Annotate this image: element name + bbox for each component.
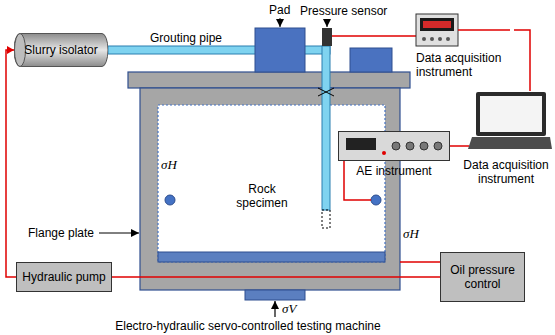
instrument-display bbox=[346, 138, 376, 150]
pad-block bbox=[255, 28, 305, 72]
laptop-base bbox=[468, 137, 552, 149]
pad-block bbox=[255, 28, 392, 72]
hydraulic-pump: Hydraulic pump bbox=[16, 262, 112, 292]
signal-wire bbox=[450, 145, 456, 147]
part-label: Pad bbox=[269, 3, 290, 17]
instrument-knob bbox=[406, 142, 414, 150]
machine-label: Electro-hydraulic servo-controlled testi… bbox=[115, 319, 380, 333]
pressure-sensor bbox=[322, 28, 332, 46]
instrument-led bbox=[382, 151, 386, 155]
controller-display bbox=[423, 21, 451, 28]
leader-arrow bbox=[327, 19, 328, 27]
grouting-pipe bbox=[318, 88, 334, 96]
pressure-vessel bbox=[128, 72, 410, 88]
leader-arrow bbox=[99, 233, 139, 234]
controller-body bbox=[416, 14, 458, 46]
signal-wire bbox=[458, 29, 510, 31]
oil-pressure-control: Oil pressure control bbox=[440, 252, 525, 302]
signal-wire bbox=[112, 276, 440, 278]
grouting-pipe bbox=[318, 88, 334, 96]
leader-arrow bbox=[274, 301, 275, 317]
leader-arrow bbox=[280, 18, 281, 27]
signal-wire bbox=[514, 30, 530, 91]
pressure-vessel bbox=[128, 72, 410, 290]
pressure-vessel bbox=[140, 88, 400, 290]
pressure-sensor bbox=[322, 28, 332, 46]
machine-pedestal bbox=[245, 290, 305, 300]
ae-sensor bbox=[371, 195, 381, 205]
controller-button bbox=[446, 37, 450, 41]
part-label: Grouting pipe bbox=[150, 31, 222, 45]
node-text: Oil pressure control bbox=[446, 263, 519, 291]
grouting-pipe bbox=[322, 46, 330, 210]
ae-instrument-icon bbox=[338, 131, 450, 161]
laptop-icon bbox=[456, 91, 552, 153]
data-acquisition-instrument: Data acquisition instrument bbox=[410, 12, 514, 80]
signal-wire bbox=[456, 145, 469, 147]
grouting-pipe bbox=[108, 46, 334, 228]
node-text: Rock specimen bbox=[225, 182, 299, 210]
stress-label: σH bbox=[403, 226, 419, 241]
part-label: Flange plate bbox=[28, 226, 94, 240]
specimen-label: Rock specimen bbox=[225, 182, 299, 211]
flange-plate bbox=[158, 252, 385, 262]
node-text: Data acquisition instrument bbox=[456, 158, 555, 186]
leader-arrow bbox=[99, 18, 327, 317]
flange-plate bbox=[158, 252, 385, 262]
part-label: Pressure sensor bbox=[300, 4, 387, 18]
instrument-knob bbox=[420, 142, 428, 150]
instrument-knob bbox=[434, 142, 442, 150]
node-text: Slurry isolator bbox=[24, 43, 97, 57]
controller-button bbox=[430, 37, 434, 41]
instrument-body bbox=[339, 132, 450, 161]
machine-pedestal bbox=[245, 290, 305, 300]
node-text: Data acquisition instrument bbox=[410, 51, 514, 79]
cylinder-end bbox=[15, 34, 26, 67]
controller-display bbox=[420, 18, 454, 31]
controller-button bbox=[438, 37, 442, 41]
laptop-screen bbox=[476, 92, 546, 136]
signal-wire bbox=[6, 50, 16, 277]
ae-instrument: AE instrument bbox=[338, 131, 450, 179]
controller-button bbox=[422, 37, 426, 41]
stress-label: σV bbox=[282, 301, 296, 316]
pad-block bbox=[350, 48, 392, 72]
stress-label: σH bbox=[161, 157, 177, 172]
signal-wire bbox=[332, 35, 416, 37]
grouting-pipe bbox=[322, 210, 330, 228]
node-text: Hydraulic pump bbox=[22, 270, 105, 284]
ae-sensor bbox=[165, 195, 175, 205]
cylinder-body bbox=[14, 34, 108, 67]
signal-wire bbox=[400, 261, 440, 263]
node-text: AE instrument bbox=[356, 164, 431, 178]
slurry-isolator: Slurry isolator bbox=[14, 33, 108, 67]
laptop-computer: Data acquisition instrument bbox=[456, 91, 555, 187]
controller-icon bbox=[410, 12, 510, 48]
pressure-vessel bbox=[158, 105, 385, 262]
laptop-screen bbox=[480, 96, 542, 132]
instrument-knob bbox=[392, 142, 400, 150]
